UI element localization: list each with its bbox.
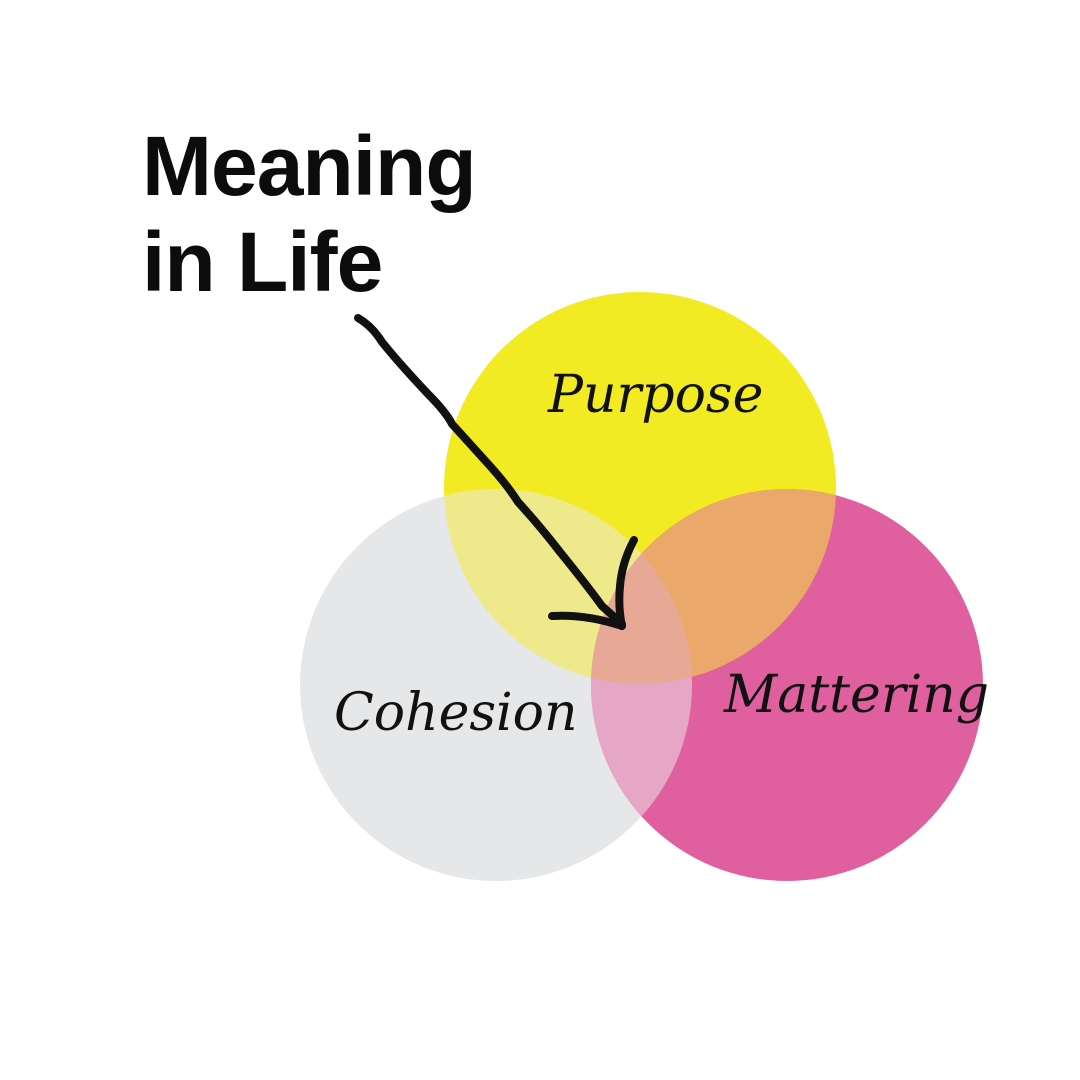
arrow-shaft	[354, 314, 626, 628]
title-line-1: Meaning	[142, 119, 477, 213]
arrow-icon	[354, 314, 638, 630]
diagram-title: Meaning in Life	[142, 118, 477, 310]
purpose-mattering-overlap	[591, 489, 836, 684]
arrow-head-lower	[548, 611, 626, 630]
purpose-cohesion-overlap	[444, 489, 692, 684]
mattering-label: Mattering	[723, 665, 989, 725]
cohesion-label: Cohesion	[334, 683, 577, 743]
arrow-head-upper	[615, 536, 638, 630]
purpose-label: Purpose	[547, 365, 763, 425]
title-line-2: in Life	[142, 215, 383, 309]
